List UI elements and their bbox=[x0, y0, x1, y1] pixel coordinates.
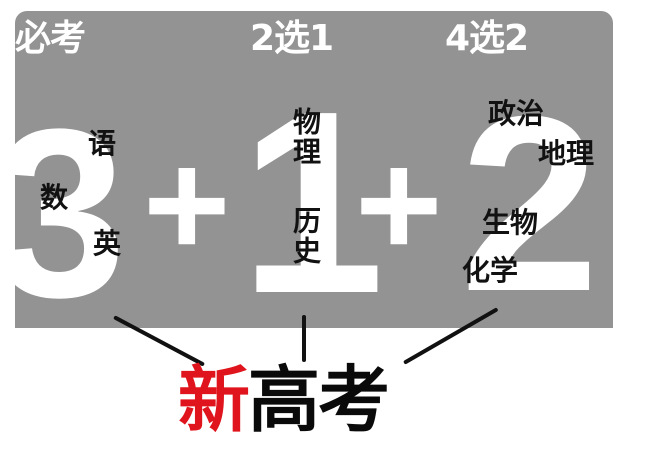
subject-english: 英 bbox=[93, 227, 122, 260]
formula-panel: 必考 2选1 4选2 3 + 1 + 2 语 数 英 物理 历史 政治 地理 生… bbox=[15, 11, 613, 328]
number-two: 2 bbox=[460, 64, 600, 329]
subject-physics: 物理 bbox=[289, 107, 322, 167]
header-required: 必考 bbox=[15, 18, 86, 59]
number-one: 1 bbox=[240, 58, 385, 328]
subject-biology: 生物 bbox=[482, 206, 539, 239]
header-choose-two: 4选2 bbox=[445, 18, 529, 59]
subject-politics: 政治 bbox=[488, 97, 545, 130]
number-three: 3 bbox=[15, 79, 127, 328]
title-highlight: 新 bbox=[178, 360, 250, 438]
page-title: 新高考 bbox=[178, 360, 388, 438]
subject-chemistry: 化学 bbox=[462, 254, 519, 287]
plus-sign-2: + bbox=[355, 120, 443, 288]
title-rest: 高考 bbox=[248, 360, 389, 438]
subject-geography: 地理 bbox=[538, 137, 595, 170]
connector-line-middle bbox=[302, 315, 306, 362]
subject-math: 数 bbox=[40, 181, 69, 214]
header-choose-one: 2选1 bbox=[250, 18, 334, 59]
subject-chinese: 语 bbox=[88, 127, 117, 160]
plus-sign-1: + bbox=[143, 120, 231, 288]
subject-history: 历史 bbox=[289, 206, 322, 266]
